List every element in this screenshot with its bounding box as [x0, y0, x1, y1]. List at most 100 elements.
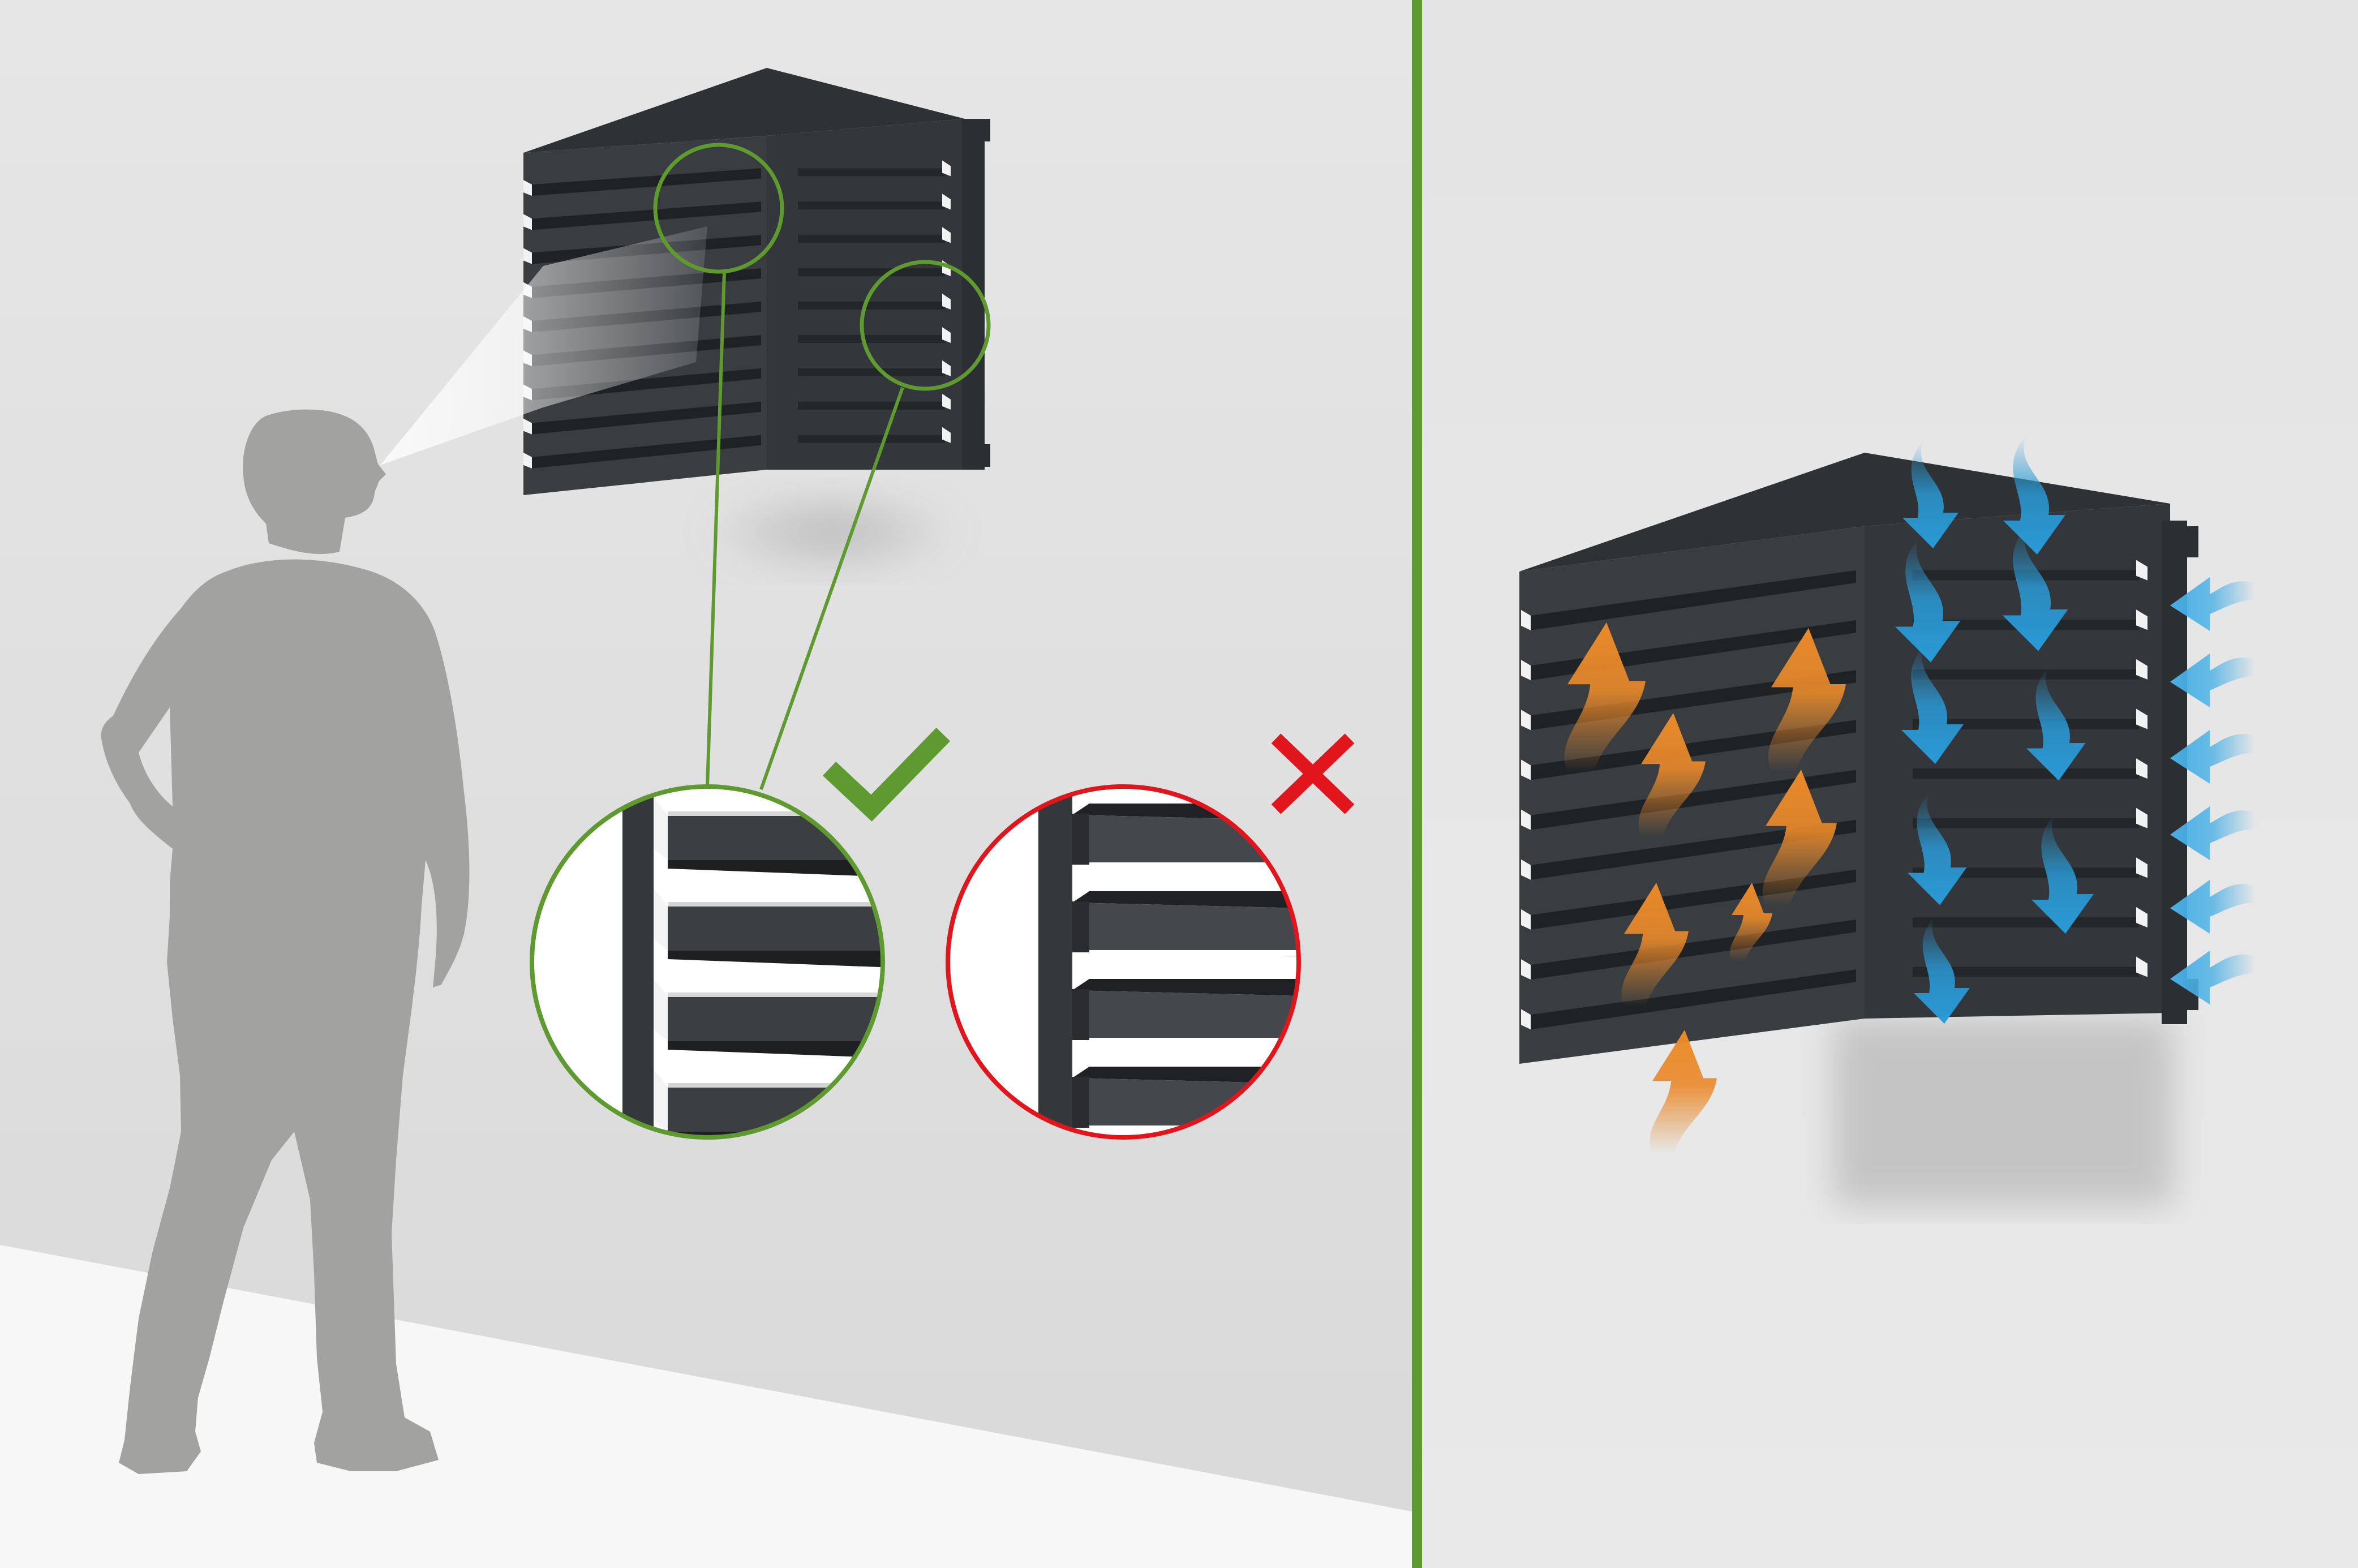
cool-arrow-body [1908, 792, 1967, 905]
cool-side-arrow-body [2170, 577, 2255, 631]
cool-arrow-body [2031, 815, 2094, 934]
large-slat-edge [1521, 609, 1531, 630]
zoom-good-slat-shadow [668, 951, 883, 968]
cover-slat-edge-side [942, 294, 951, 310]
cool-air-side-arrow [2170, 951, 2255, 1004]
zoom-bad-slat-end [1072, 989, 1089, 1040]
large-slat-gap-front [1531, 570, 1856, 630]
large-slat-gap-side [1913, 867, 2139, 878]
cover-slat-gap-side [798, 435, 945, 443]
large-slat-edge-side [2136, 659, 2147, 680]
cool-side-arrow-body [2170, 806, 2255, 860]
cover-slat-gap-side [798, 401, 945, 410]
warm-air-arrow [1621, 883, 1689, 1007]
zoom-bad-slat [1072, 990, 1299, 1044]
bracket-large-tab-top [2167, 526, 2198, 557]
cover-slat-gap-side [798, 302, 945, 310]
connector-line-2 [759, 387, 904, 790]
zoom-good [530, 727, 951, 1140]
cover-slat-gap-front [532, 401, 761, 435]
person-head [243, 409, 386, 555]
cool-arrow-body [2026, 668, 2086, 781]
cool-arrow-body [2003, 526, 2068, 651]
zoom-good-slat-highlight [668, 1083, 883, 1088]
cover-slat-edge-side [942, 360, 951, 376]
cool-arrow-body [1914, 917, 1970, 1024]
cool-air-arrow [2003, 526, 2068, 651]
zoom-good-slat-highlight [668, 902, 883, 907]
zoom-bad-slat-gap [1072, 1038, 1299, 1043]
large-slat-edge [1521, 710, 1531, 731]
cool-arrow-body [1895, 538, 1961, 663]
sightline-cone [380, 226, 707, 465]
bracket-tab-bottom [965, 444, 990, 467]
large-slat-gap-front [1531, 819, 1856, 880]
warm-air-arrow [1650, 1030, 1717, 1154]
large-slat-edge-side [2136, 907, 2147, 928]
zoom-bad-slat-end [1072, 814, 1089, 865]
zoom-bad-slat-gap [1072, 950, 1299, 956]
warm-arrow-body [1621, 883, 1689, 1007]
zoom-good-slat-edge [654, 1069, 668, 1132]
large-slat-gap-side [1913, 818, 2139, 828]
large-slat-gap-side [1913, 719, 2139, 729]
cover-slat-gap-side [798, 368, 945, 376]
cool-air-arrow [2026, 668, 2086, 781]
large-slat-gap-side [1913, 669, 2139, 680]
large-slat-edge-side [2136, 956, 2147, 977]
zoom-bad-slat [1072, 903, 1299, 956]
cool-arrow-body [2003, 436, 2065, 555]
zoom-bad [946, 733, 1355, 1140]
large-slat-gap-side [1913, 768, 2139, 779]
cross-icon [1271, 733, 1355, 814]
large-slat-gap-front [1531, 920, 1856, 980]
warm-air-arrow [1638, 713, 1706, 837]
large-slat-edge [1521, 1009, 1531, 1030]
cool-air-arrow [1908, 792, 1967, 905]
zoom-good-slat-edge [654, 888, 668, 951]
zoom-bad-ring [946, 784, 1301, 1140]
cover-slat-edge [523, 214, 532, 230]
large-slat-gap-side [1913, 966, 2139, 977]
cool-side-arrow-body [2170, 730, 2255, 784]
zoom-good-slat-edge [654, 798, 668, 860]
cover-slat-edge [523, 180, 532, 196]
zoom-good-ring [530, 784, 885, 1140]
cover-shadow [702, 487, 962, 577]
warm-air-arrow [1564, 622, 1646, 772]
zoom-good-slat [668, 905, 883, 951]
warm-air-arrow [1730, 883, 1772, 961]
cover-slat-edge-side [942, 227, 951, 243]
zoom-bad-slat-gap [1072, 862, 1299, 868]
warm-air-arrow [1768, 628, 1846, 771]
cover-large-shadow [1833, 1019, 2173, 1205]
cool-arrow-body [1902, 441, 1958, 548]
large-slat-edge-side [2136, 609, 2147, 630]
zoom-good-slat-shadow [668, 860, 883, 877]
cool-arrow-body [1901, 645, 1964, 764]
cool-air-side-arrow [2170, 880, 2255, 934]
large-slat-edge [1521, 909, 1531, 930]
large-slat-edge [1521, 759, 1531, 780]
cool-side-arrow-body [2170, 880, 2255, 934]
cool-side-arrow-body [2170, 654, 2255, 707]
person-silhouette [101, 409, 470, 1474]
zoom-good-slat-edge [654, 979, 668, 1041]
panel-divider [1412, 0, 1422, 1568]
zoom-bad-slat-end [1072, 901, 1089, 952]
cool-air-arrow [1895, 538, 1961, 663]
warm-arrow-body [1763, 770, 1837, 907]
cover-slat-gap-side [798, 235, 945, 243]
inspection-ring-front [653, 143, 784, 274]
cover-slat-gap-front [532, 201, 761, 230]
cool-air-arrow [2003, 436, 2065, 555]
cool-air-side-arrow [2170, 577, 2255, 631]
large-slat-gap-front [1531, 969, 1856, 1030]
large-slat-edge-side [2136, 758, 2147, 779]
cool-air-side-arrow [2170, 730, 2255, 784]
cover-slat-gap-side [798, 201, 945, 210]
large-slat-edge-side [2136, 807, 2147, 828]
cool-air-in-arrows [1895, 436, 2255, 1024]
zoom-good-slat-highlight [668, 993, 883, 997]
